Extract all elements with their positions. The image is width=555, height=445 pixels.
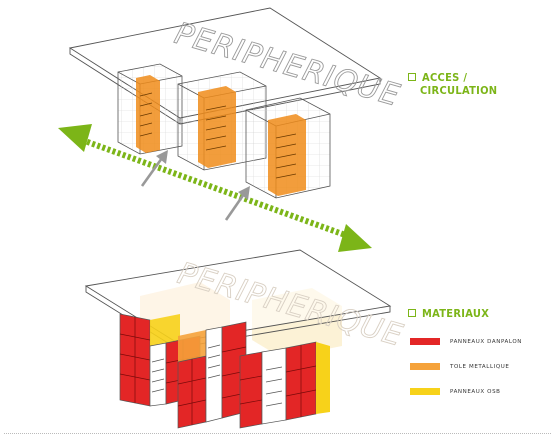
legend-swatch-yellow — [410, 388, 440, 395]
bottom-axonometric: PERIPHERIQUE — [84, 249, 407, 429]
circulation-axis-arrow — [58, 124, 372, 252]
bottom-caption: MATERIAUX — [408, 307, 489, 320]
top-stair-core-3 — [268, 114, 306, 196]
legend-swatch-red — [410, 338, 440, 345]
top-block-2 — [177, 71, 267, 171]
legend-label: TOLE METALLIQUE — [450, 364, 510, 370]
caption-square-icon — [408, 309, 416, 317]
legend-label: PANNEAUX DANPALON — [450, 339, 522, 345]
access-arrow-1 — [140, 150, 168, 187]
top-axonometric: PERIPHERIQUE — [58, 7, 404, 252]
top-block-1 — [117, 63, 183, 155]
bottom-divider — [4, 433, 551, 434]
bottom-caption-text: MATERIAUX — [422, 307, 490, 320]
top-stair-core-2 — [198, 86, 236, 168]
caption-square-icon — [408, 73, 416, 81]
bottom-block-2 — [177, 321, 247, 429]
top-caption: ACCES / CIRCULATION — [408, 71, 497, 97]
legend-label: PANNEAUX OSB — [450, 389, 501, 395]
bottom-block-3 — [239, 341, 330, 429]
top-caption-line-1: ACCES / — [422, 71, 468, 84]
top-caption-line-2: CIRCULATION — [420, 84, 498, 97]
top-block-3 — [245, 97, 331, 199]
legend-swatch-orange — [410, 363, 440, 370]
access-arrow-2 — [224, 186, 250, 221]
